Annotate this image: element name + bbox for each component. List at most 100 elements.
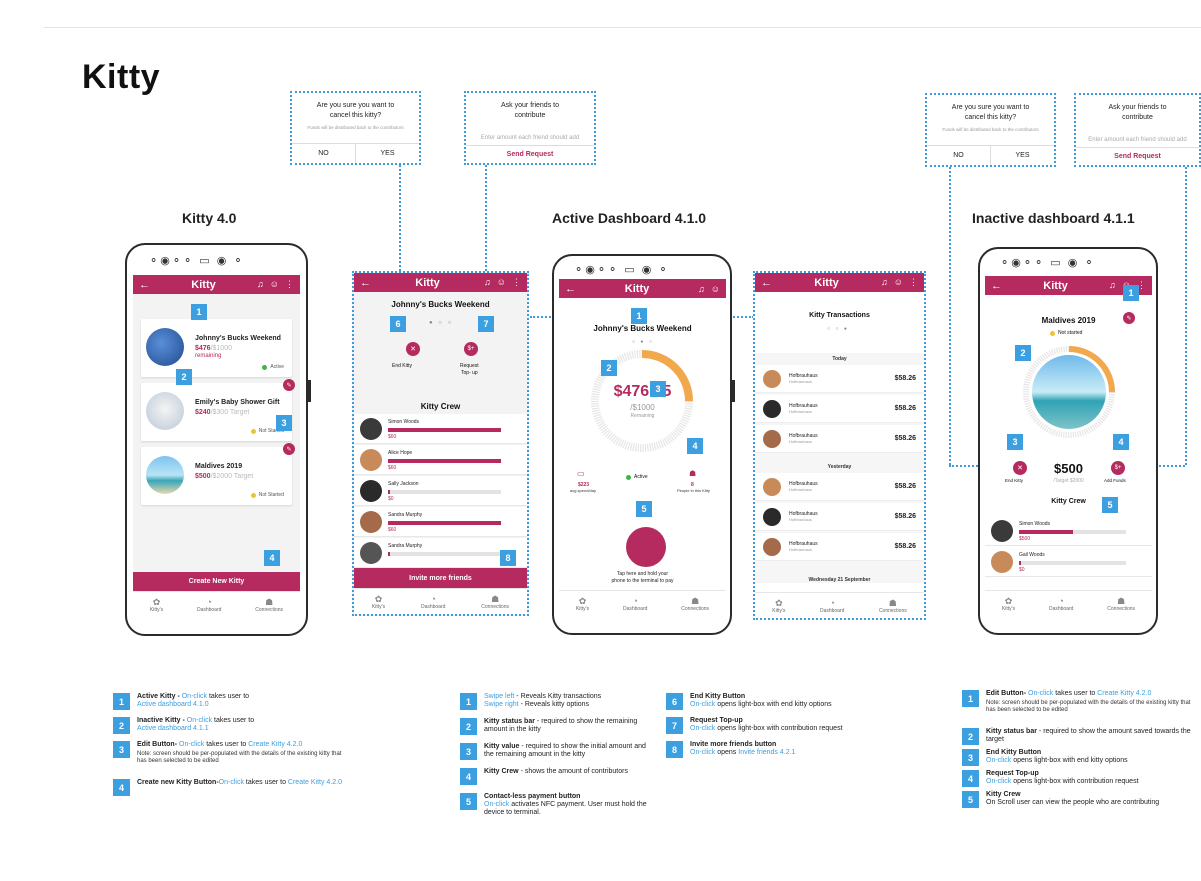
bell-icon[interactable]: ♫ bbox=[484, 277, 491, 287]
legend-number: 5 bbox=[460, 793, 477, 810]
callout-4: 4 bbox=[1113, 434, 1129, 450]
crew-name: Sally Jackson bbox=[388, 481, 419, 487]
yes-button[interactable]: YES bbox=[1015, 152, 1030, 159]
back-icon[interactable]: ← bbox=[565, 282, 576, 295]
transaction-row[interactable]: Hofbrauhaus Hofbrauhaus $58.26 bbox=[755, 365, 924, 393]
tab-dashboard[interactable]: ◔Dashboard bbox=[622, 595, 648, 612]
callout-8: 8 bbox=[500, 550, 516, 566]
more-icon[interactable]: ⋮ bbox=[512, 277, 521, 287]
add-funds-icon[interactable]: $+ bbox=[1111, 461, 1125, 475]
invite-more-friends-button[interactable]: Invite more friends bbox=[354, 568, 527, 588]
back-icon[interactable]: ← bbox=[139, 278, 150, 291]
send-request-button[interactable]: Send Request bbox=[1076, 147, 1199, 165]
contribution-fill bbox=[1019, 530, 1073, 534]
contribution-bar bbox=[388, 490, 501, 494]
send-request-button[interactable]: Send Request bbox=[466, 145, 594, 163]
phone-sensors: ⚬◉⚬⚬ ▭ ◉ ⚬ bbox=[1000, 257, 1096, 269]
spend-value: $223 bbox=[577, 482, 590, 488]
day-label: Wednesday 21 September bbox=[808, 577, 871, 583]
callout-4: 4 bbox=[264, 550, 280, 566]
yes-button[interactable]: YES bbox=[380, 150, 395, 157]
ring-progress bbox=[1023, 346, 1115, 438]
merchant-name: Hofbrauhaus bbox=[789, 433, 818, 439]
tab-kittys[interactable]: ✿Kitty's bbox=[575, 595, 590, 612]
user-icon[interactable]: ☺ bbox=[496, 277, 506, 287]
bell-icon[interactable]: ♫ bbox=[881, 277, 888, 287]
tab-kittys[interactable]: ✿Kitty's bbox=[371, 593, 386, 610]
bell-icon[interactable]: ♫ bbox=[257, 279, 264, 289]
kitty-title: Johnny's Bucks Weekend bbox=[593, 324, 692, 333]
legend-number: 2 bbox=[113, 717, 130, 734]
user-icon[interactable]: ☺ bbox=[710, 283, 720, 294]
more-icon[interactable]: ⋮ bbox=[909, 277, 918, 287]
kitty-photo bbox=[146, 392, 184, 430]
callout-2: 2 bbox=[1015, 345, 1031, 361]
day-label: Today bbox=[832, 356, 847, 362]
crew-list[interactable]: Simon Woods $500 Gail Woods $0 bbox=[985, 516, 1152, 588]
tab-connections[interactable]: ☗Connections bbox=[681, 595, 710, 612]
amount-input[interactable]: Enter amount each friend should add bbox=[1088, 137, 1187, 143]
gauge-icon: ◔ bbox=[632, 595, 638, 606]
merchant-sub: Hofbrauhaus bbox=[789, 547, 812, 552]
back-icon[interactable]: ← bbox=[360, 276, 371, 289]
section-title-inactive: Inactive dashboard 4.1.1 bbox=[972, 210, 1135, 226]
user-icon[interactable]: ☺ bbox=[893, 277, 903, 287]
kitty-card-maldives[interactable]: Maldives 2019 $500/$2000 Target Not Star… bbox=[141, 443, 295, 505]
legend-number: 2 bbox=[460, 718, 477, 735]
status-badge: Active bbox=[262, 364, 284, 370]
transaction-row[interactable]: Hofbrauhaus Hofbrauhaus $58.26 bbox=[755, 503, 924, 531]
transactions-list[interactable]: Today Hofbrauhaus Hofbrauhaus $58.26 Hof… bbox=[755, 353, 924, 583]
tab-connections[interactable]: ☗Connections bbox=[1107, 595, 1136, 612]
transaction-amount: $58.26 bbox=[894, 405, 916, 412]
request-topup-dialog: Ask your friends to contribute Enter amo… bbox=[464, 91, 596, 165]
more-icon[interactable]: ⋮ bbox=[1137, 280, 1146, 290]
tab-dashboard[interactable]: ◔Dashboard bbox=[1048, 595, 1074, 612]
edit-button[interactable]: ✎ bbox=[283, 443, 295, 455]
edit-button[interactable]: ✎ bbox=[283, 379, 295, 391]
tab-dashboard[interactable]: ◔Dashboard bbox=[420, 593, 446, 610]
tab-connections[interactable]: ☗Connections bbox=[255, 596, 284, 613]
tab-dashboard[interactable]: ◔Dashboard bbox=[196, 596, 222, 613]
end-kitty-label: End Kitty bbox=[1005, 478, 1024, 483]
crew-name: Simon Woods bbox=[1019, 521, 1051, 527]
end-kitty-icon[interactable]: ✕ bbox=[406, 342, 420, 356]
bell-icon[interactable]: ♫ bbox=[1109, 280, 1116, 290]
callout-1: 1 bbox=[1123, 285, 1139, 301]
user-icon[interactable]: ☺ bbox=[269, 279, 279, 289]
tab-kittys[interactable]: ✿Kitty's bbox=[149, 596, 164, 613]
end-kitty-icon[interactable]: ✕ bbox=[1013, 461, 1027, 475]
tab-kittys[interactable]: ✿Kitty's bbox=[772, 597, 786, 614]
crew-list[interactable]: Simon Woods $60 Alice Hope $60 Sally Jac… bbox=[354, 414, 527, 570]
edit-button[interactable]: ✎ bbox=[1123, 312, 1135, 324]
no-button[interactable]: NO bbox=[292, 144, 356, 163]
kitty-card-inactive[interactable]: Emily's Baby Shower Gift $240/$300 Targe… bbox=[141, 379, 295, 441]
transaction-row[interactable]: Hofbrauhaus Hofbrauhaus $58.26 bbox=[755, 425, 924, 453]
tab-dashboard[interactable]: ◔Dashboard bbox=[819, 597, 845, 614]
legend-number: 3 bbox=[460, 743, 477, 760]
kitty-name: Johnny's Bucks Weekend bbox=[195, 335, 281, 342]
nfc-pay-button[interactable] bbox=[626, 527, 666, 567]
connector bbox=[485, 165, 487, 315]
more-icon[interactable]: ⋮ bbox=[285, 279, 294, 289]
bell-icon[interactable]: ♫ bbox=[698, 283, 705, 294]
transaction-amount: $58.26 bbox=[894, 543, 916, 550]
tab-connections[interactable]: ☗Connections bbox=[481, 593, 510, 610]
avatar bbox=[360, 449, 382, 471]
callout-1: 1 bbox=[631, 308, 647, 324]
create-new-kitty-button[interactable]: Create New Kitty bbox=[133, 572, 300, 591]
back-icon[interactable]: ← bbox=[761, 276, 772, 289]
tab-kittys[interactable]: ✿Kitty's bbox=[1001, 595, 1016, 612]
back-icon[interactable]: ← bbox=[991, 279, 1002, 292]
no-button[interactable]: NO bbox=[927, 146, 991, 165]
kitty-name: Emily's Baby Shower Gift bbox=[195, 399, 280, 406]
kitty-card-active[interactable]: Johnny's Bucks Weekend $476/$1000 remain… bbox=[141, 319, 292, 377]
transaction-row[interactable]: Hofbrauhaus Hofbrauhaus $58.26 bbox=[755, 473, 924, 501]
request-topup-icon[interactable]: $+ bbox=[464, 342, 478, 356]
amount-input[interactable]: Enter amount each friend should add bbox=[480, 135, 580, 141]
crew-amount: $500 bbox=[1019, 536, 1031, 542]
transaction-row[interactable]: Hofbrauhaus Hofbrauhaus $58.26 bbox=[755, 395, 924, 423]
tab-connections[interactable]: ☗Connections bbox=[878, 597, 907, 614]
transaction-row[interactable]: Hofbrauhaus Hofbrauhaus $58.26 bbox=[755, 533, 924, 561]
